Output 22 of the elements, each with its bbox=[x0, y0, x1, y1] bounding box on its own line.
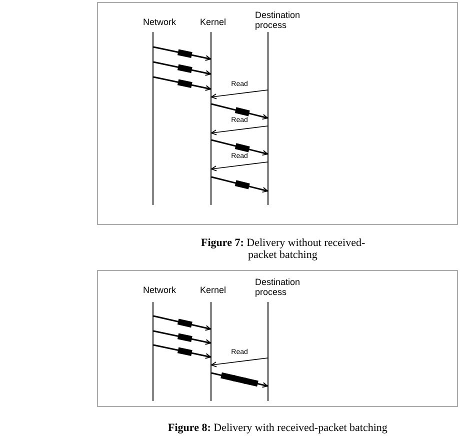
arrow bbox=[211, 358, 268, 368]
arrow bbox=[153, 76, 211, 91]
arrow bbox=[153, 46, 211, 61]
arrow bbox=[211, 90, 268, 100]
arrow bbox=[153, 61, 211, 76]
arrow bbox=[211, 162, 268, 172]
arrow bbox=[211, 372, 268, 388]
figure-caption: Figure 7: Delivery without received-packet batching bbox=[201, 237, 366, 261]
arrow bbox=[153, 315, 211, 331]
arrow bbox=[153, 330, 211, 345]
figure-caption: Figure 8: Delivery with received-packet batching bbox=[168, 422, 388, 434]
arrow bbox=[211, 176, 268, 193]
lifeline-header: Destination process bbox=[255, 277, 302, 297]
lifeline-header: Destination process bbox=[255, 10, 302, 30]
arrow bbox=[211, 103, 268, 120]
lifeline-header: Kernel bbox=[200, 285, 228, 295]
lifeline-header: Kernel bbox=[200, 17, 228, 27]
lifeline-header: Network bbox=[143, 17, 178, 27]
arrow bbox=[211, 126, 268, 136]
lifeline-header: Network bbox=[143, 285, 178, 295]
arrow bbox=[211, 139, 268, 156]
arrow bbox=[153, 344, 211, 359]
